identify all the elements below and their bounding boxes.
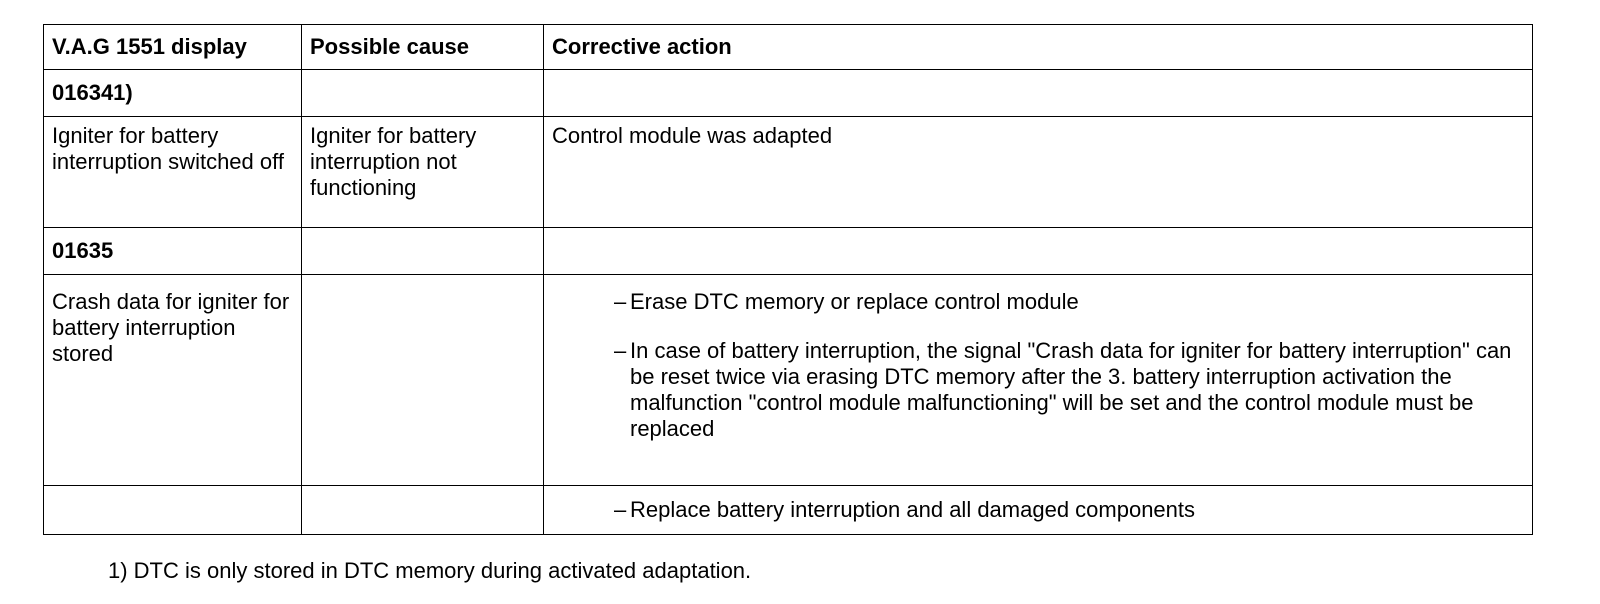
display-text (43, 485, 302, 535)
corrective-action-list: – Replace battery interruption and all d… (552, 497, 1524, 523)
corrective-action-cell: – Replace battery interruption and all d… (543, 485, 1533, 535)
possible-cause-text: Igniter for battery interruption not fun… (301, 116, 544, 228)
empty-cell (301, 69, 544, 117)
table-header-row: V.A.G 1551 display Possible cause Correc… (43, 24, 1533, 70)
possible-cause-text (301, 485, 544, 535)
header-corrective-action: Corrective action (543, 24, 1533, 70)
dtc-table: V.A.G 1551 display Possible cause Correc… (43, 24, 1533, 535)
empty-cell (543, 69, 1533, 117)
dtc-code: 01635 (43, 227, 302, 275)
empty-cell (543, 227, 1533, 275)
dash-bullet: – (614, 338, 627, 363)
dash-bullet: – (614, 289, 627, 314)
table-row: Igniter for battery interruption switche… (43, 116, 1533, 228)
display-text: Crash data for igniter for battery inter… (43, 274, 302, 486)
possible-cause-text (301, 274, 544, 486)
display-text: Igniter for battery interruption switche… (43, 116, 302, 228)
corrective-action-list: – Erase DTC memory or replace control mo… (552, 289, 1524, 442)
list-item: – Replace battery interruption and all d… (614, 497, 1524, 523)
dtc-code: 016341) (43, 69, 302, 117)
action-step-text: Erase DTC memory or replace control modu… (630, 289, 1079, 314)
corrective-action-text: Control module was adapted (543, 116, 1533, 228)
list-item: – In case of battery interruption, the s… (614, 338, 1524, 442)
table-row: – Replace battery interruption and all d… (43, 485, 1533, 535)
header-possible-cause: Possible cause (301, 24, 544, 70)
table-row: Crash data for igniter for battery inter… (43, 274, 1533, 486)
action-step-text: Replace battery interruption and all dam… (630, 497, 1196, 522)
table-row: 01635 (43, 227, 1533, 275)
list-item: – Erase DTC memory or replace control mo… (614, 289, 1524, 315)
corrective-action-cell: – Erase DTC memory or replace control mo… (543, 274, 1533, 486)
action-step-text: In case of battery interruption, the sig… (630, 338, 1512, 441)
table-row: 016341) (43, 69, 1533, 117)
header-vag-display: V.A.G 1551 display (43, 24, 302, 70)
empty-cell (301, 227, 544, 275)
footnote: 1) DTC is only stored in DTC memory duri… (108, 558, 752, 583)
dash-bullet: – (614, 497, 627, 522)
